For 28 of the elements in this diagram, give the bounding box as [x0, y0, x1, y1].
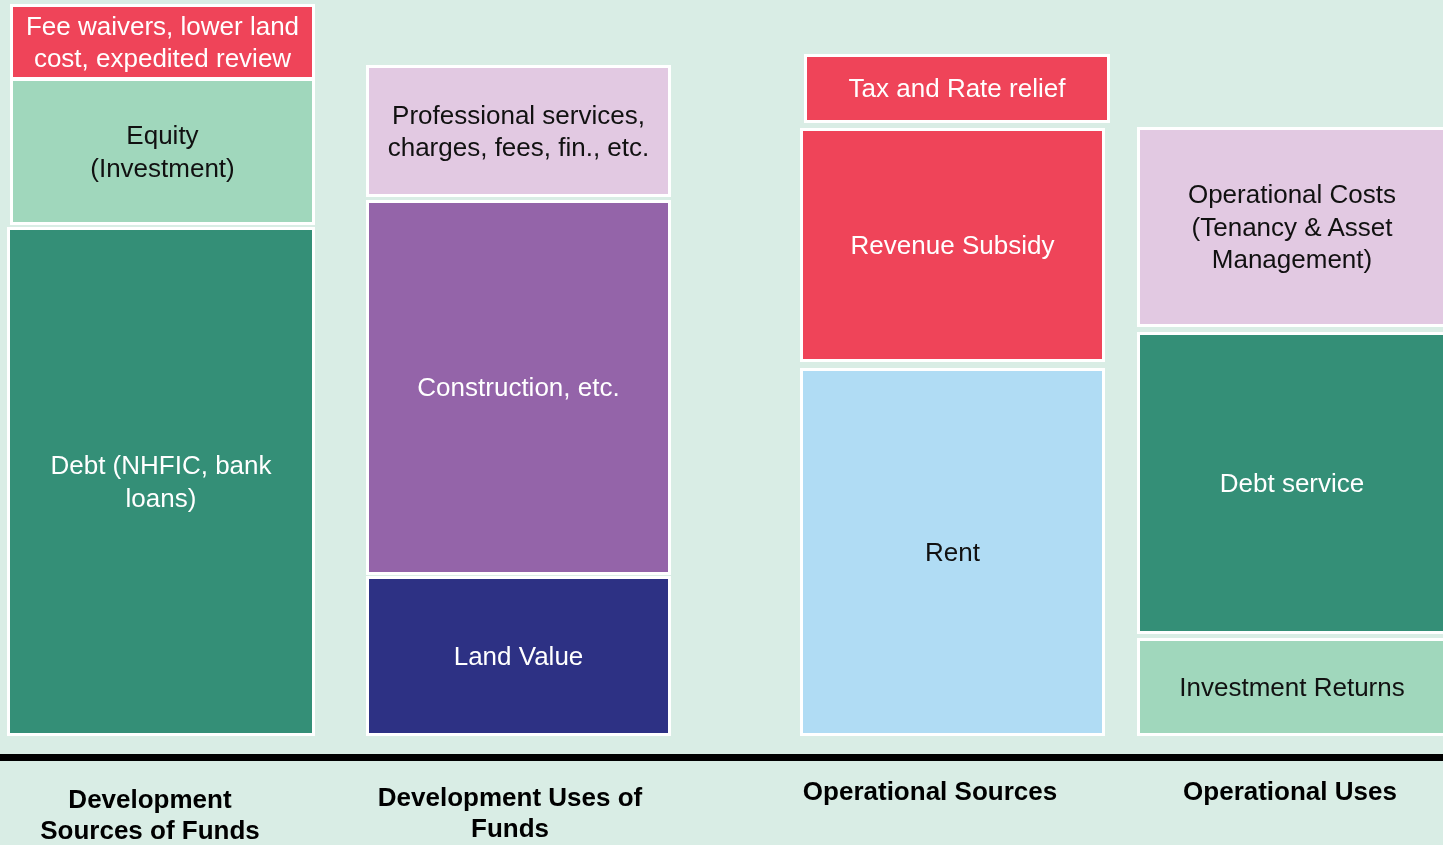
block-label: Debt (NHFIC, bank loans) — [49, 449, 273, 514]
stacked-block — [800, 128, 1105, 362]
column-heading: Operational Uses — [1182, 776, 1398, 808]
block-label: Investment Returns — [1179, 670, 1405, 704]
block-label: Operational Costs (Tenancy & Asset Management) — [1186, 178, 1398, 276]
stacked-block — [10, 4, 315, 80]
block-label: Construction, etc. — [417, 371, 620, 404]
stacked-block — [1137, 638, 1443, 736]
stacked-block — [10, 78, 315, 225]
block-label: Land Value — [453, 639, 584, 673]
block-label: Equity (Investment) — [89, 119, 236, 184]
stacked-block — [1137, 127, 1443, 327]
stacked-block — [1137, 332, 1443, 634]
block-label: Fee waivers, lower land cost, expedited review — [24, 9, 301, 75]
block-label: Professional services, charges, fees, fin., etc. — [386, 98, 651, 164]
column-heading: Development Uses of Funds — [376, 782, 644, 845]
column-heading: Development Sources of Funds — [39, 784, 261, 845]
stacked-block — [366, 200, 671, 575]
stacked-block — [800, 368, 1105, 736]
stacked-block — [7, 227, 315, 736]
block-label: Rent — [925, 535, 980, 569]
column-heading: Operational Sources — [801, 776, 1059, 808]
stacked-block — [366, 576, 671, 736]
block-label: Debt service — [1219, 466, 1365, 500]
block-label: Tax and Rate relief — [848, 72, 1066, 105]
stacked-block — [804, 54, 1110, 123]
block-label: Revenue Subsidy — [850, 228, 1055, 262]
stacked-block — [366, 65, 671, 197]
